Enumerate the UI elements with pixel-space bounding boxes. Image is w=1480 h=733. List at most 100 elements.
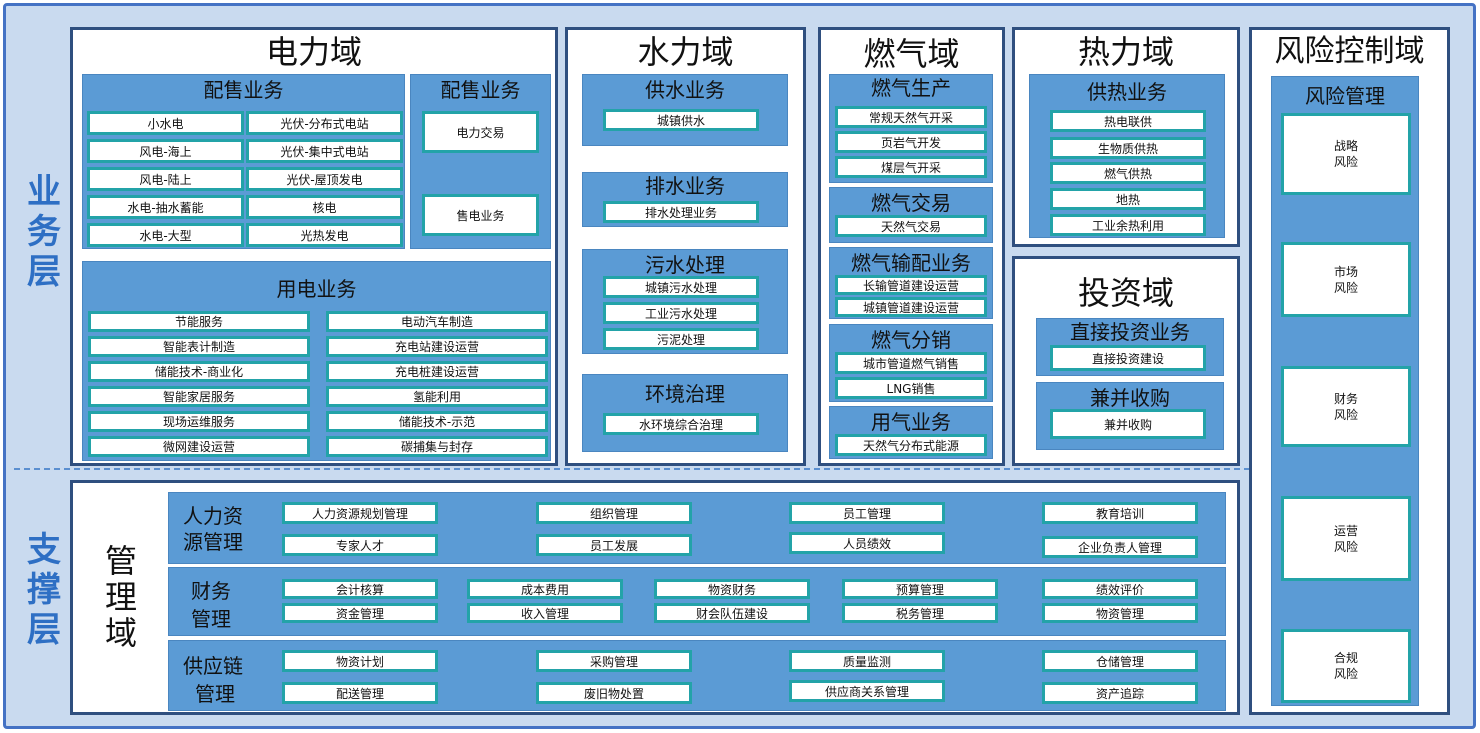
list-item: 物资计划: [282, 650, 438, 672]
list-item: 财务 风险: [1281, 366, 1411, 447]
supply-group-title-1: 供应链: [183, 654, 243, 678]
list-item: 市场 风险: [1281, 242, 1411, 317]
list-item: 资金管理: [282, 603, 438, 623]
water-domain: 水力域 供水业务 城镇供水 排水业务 排水处理业务 污水处理 城镇污水处理 工业…: [565, 27, 806, 466]
list-item: 企业负责人管理: [1042, 536, 1198, 558]
group-title: 配售业务: [203, 78, 284, 102]
supply-chain-group: 供应链 管理 物资计划 采购管理 质量监测 仓储管理 配送管理 废旧物处置 供应…: [168, 640, 1226, 711]
list-item: 配送管理: [282, 682, 438, 704]
list-item: 物资财务: [654, 579, 810, 599]
list-item: 储能技术-商业化: [88, 361, 310, 382]
list-item: 直接投资建设: [1050, 345, 1206, 371]
invest-domain-title: 投资域: [1077, 274, 1174, 312]
power-sales-group: 配售业务 电力交易 售电业务: [410, 74, 551, 249]
list-item: 碳捕集与封存: [326, 436, 548, 457]
power-usage-group: 用电业务 节能服务 电动汽车制造 智能表计制造 充电站建设运营 储能技术-商业化…: [82, 261, 551, 461]
power-usage-grid: 节能服务 电动汽车制造 智能表计制造 充电站建设运营 储能技术-商业化 充电桩建…: [88, 311, 548, 457]
group-title: 排水业务: [645, 174, 725, 198]
list-item: 供应商关系管理: [789, 680, 945, 702]
group-title: 燃气输配业务: [851, 251, 971, 275]
list-item: 光热发电: [246, 223, 403, 247]
supply-group-title-2: 管理: [195, 682, 235, 706]
heat-supply-group: 供热业务 热电联供 生物质供热 燃气供热 地热 工业余热利用: [1029, 74, 1225, 238]
list-item: 智能表计制造: [88, 336, 310, 357]
list-item: 售电业务: [422, 194, 539, 236]
list-item: 污泥处理: [603, 328, 759, 350]
finance-group: 财务 管理 会计核算 成本费用 物资财务 预算管理 绩效评价 资金管理 收入管理…: [168, 567, 1226, 636]
list-item: 煤层气开采: [835, 156, 987, 178]
list-item: 教育培训: [1042, 502, 1198, 524]
list-item: 城镇供水: [603, 109, 759, 131]
list-item: 电力交易: [422, 111, 539, 153]
list-item: 质量监测: [789, 650, 945, 672]
invest-domain: 投资域 直接投资业务 直接投资建设 兼并收购 兼并收购: [1012, 256, 1240, 466]
list-item: 仓储管理: [1042, 650, 1198, 672]
list-item: 废旧物处置: [536, 682, 692, 704]
list-item: 燃气供热: [1050, 162, 1206, 184]
list-item: 税务管理: [842, 603, 998, 623]
invest-direct-group: 直接投资业务 直接投资建设: [1036, 318, 1224, 376]
gas-usage-group: 用气业务 天然气分布式能源: [829, 406, 993, 459]
list-item: 合规 风险: [1281, 629, 1411, 703]
water-env-group: 环境治理 水环境综合治理: [582, 374, 788, 452]
water-sewage-group: 污水处理 城镇污水处理 工业污水处理 污泥处理: [582, 249, 788, 354]
list-item: 核电: [246, 195, 403, 219]
water-drain-group: 排水业务 排水处理业务: [582, 172, 788, 227]
list-item: 节能服务: [88, 311, 310, 332]
group-title: 直接投资业务: [1070, 320, 1190, 344]
list-item: 现场运维服务: [88, 411, 310, 432]
list-item: LNG销售: [835, 377, 987, 399]
list-item: 人力资源规划管理: [282, 502, 438, 524]
power-domain-title: 电力域: [265, 33, 362, 71]
list-item: 热电联供: [1050, 110, 1206, 132]
group-title: 用气业务: [871, 410, 951, 434]
list-item: 长输管道建设运营: [835, 275, 987, 295]
list-item: 员工管理: [789, 502, 945, 524]
list-item: 氢能利用: [326, 386, 548, 407]
list-item: 天然气分布式能源: [835, 434, 987, 456]
list-item: 工业污水处理: [603, 302, 759, 324]
group-title: 用电业务: [276, 277, 357, 301]
list-item: 战略 风险: [1281, 113, 1411, 195]
finance-group-title-2: 管理: [191, 607, 231, 631]
group-title: 燃气交易: [871, 191, 951, 215]
list-item: 员工发展: [536, 534, 692, 556]
hr-group-title-1: 人力资: [183, 504, 243, 528]
list-item: 城市管道燃气销售: [835, 352, 987, 374]
risk-domain-title: 风险控制域: [1274, 34, 1425, 69]
water-supply-group: 供水业务 城镇供水: [582, 74, 788, 146]
list-item: 小水电: [87, 111, 244, 135]
invest-ma-group: 兼并收购 兼并收购: [1036, 382, 1224, 450]
list-item: 收入管理: [467, 603, 623, 623]
finance-group-title-1: 财务: [191, 579, 231, 603]
list-item: 预算管理: [842, 579, 998, 599]
list-item: 兼并收购: [1050, 409, 1206, 439]
management-domain-title: 管理域: [104, 542, 137, 652]
list-item: 风电-陆上: [87, 167, 244, 191]
list-item: 充电桩建设运营: [326, 361, 548, 382]
list-item: 生物质供热: [1050, 137, 1206, 159]
list-item: 微网建设运营: [88, 436, 310, 457]
power-distribution-group: 配售业务 小水电 光伏-分布式电站 风电-海上 光伏-集中式电站 风电-陆上 光…: [82, 74, 405, 249]
list-item: 智能家居服务: [88, 386, 310, 407]
group-title: 供水业务: [645, 78, 725, 102]
group-title: 燃气生产: [871, 76, 951, 100]
hr-group-title-2: 源管理: [183, 530, 243, 554]
heat-domain-title: 热力域: [1077, 33, 1174, 71]
group-title: 配售业务: [440, 78, 521, 102]
list-item: 绩效评价: [1042, 579, 1198, 599]
list-item: 组织管理: [536, 502, 692, 524]
business-layer-label: 业务层: [27, 172, 61, 292]
list-item: 城镇污水处理: [603, 276, 759, 298]
list-item: 人员绩效: [789, 532, 945, 554]
gas-distribution-group: 燃气分销 城市管道燃气销售 LNG销售: [829, 324, 993, 402]
list-item: 光伏-屋顶发电: [246, 167, 403, 191]
list-item: 电动汽车制造: [326, 311, 548, 332]
list-item: 水环境综合治理: [603, 413, 759, 435]
list-item: 常规天然气开采: [835, 106, 987, 128]
gas-production-group: 燃气生产 常规天然气开采 页岩气开发 煤层气开采: [829, 74, 993, 183]
list-item: 页岩气开发: [835, 131, 987, 153]
list-item: 会计核算: [282, 579, 438, 599]
group-title: 燃气分销: [871, 328, 951, 352]
list-item: 财会队伍建设: [654, 603, 810, 623]
